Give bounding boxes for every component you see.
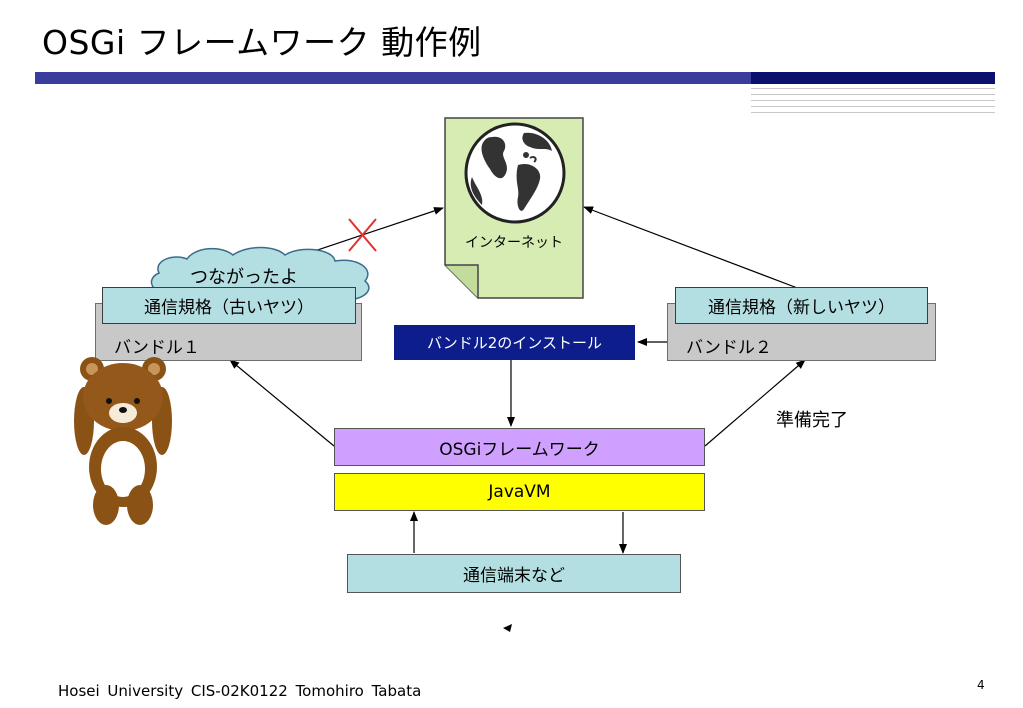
globe-icon	[464, 122, 566, 224]
bundle1-name: バンドル１	[114, 337, 200, 358]
osgi-framework-box[interactable]: OSGiフレームワーク	[334, 428, 705, 466]
internet-label: インターネット	[465, 235, 563, 251]
bundle2-spec-label[interactable]: 通信規格（新しいヤツ）	[675, 287, 928, 324]
javavm-box[interactable]: JavaVM	[334, 473, 705, 511]
page-number: 4	[977, 678, 985, 692]
arrow-framework-to-bundle2	[704, 359, 806, 447]
terminal-box[interactable]: 通信端末など	[347, 554, 681, 593]
pointer-triangle-icon	[503, 624, 512, 632]
arrow-framework-to-bundle1	[229, 359, 335, 447]
bear-mascot-image	[74, 357, 172, 525]
title-underline-bar-dark	[751, 72, 995, 84]
slide-title: OSGi フレームワーク 動作例	[42, 23, 482, 62]
decorative-line	[751, 100, 995, 101]
bundle1-spec-label[interactable]: 通信規格（古いヤツ）	[102, 287, 356, 324]
ready-label: 準備完了	[776, 410, 848, 431]
decorative-line	[751, 94, 995, 95]
decorative-line	[751, 112, 995, 113]
decorative-line	[751, 88, 995, 89]
internet-document	[444, 117, 584, 299]
cloud-text: つながったよ	[190, 267, 298, 288]
install-label: バンドル2のインストール	[394, 325, 635, 360]
title-underline-bar	[35, 72, 751, 84]
arrow-bundle2-to-internet	[583, 206, 801, 290]
cross-mark-icon	[348, 218, 377, 252]
bundle2-name: バンドル２	[686, 337, 772, 358]
footer-text: Hosei University CIS-02K0122 Tomohiro Ta…	[58, 682, 422, 700]
decorative-line	[751, 106, 995, 107]
